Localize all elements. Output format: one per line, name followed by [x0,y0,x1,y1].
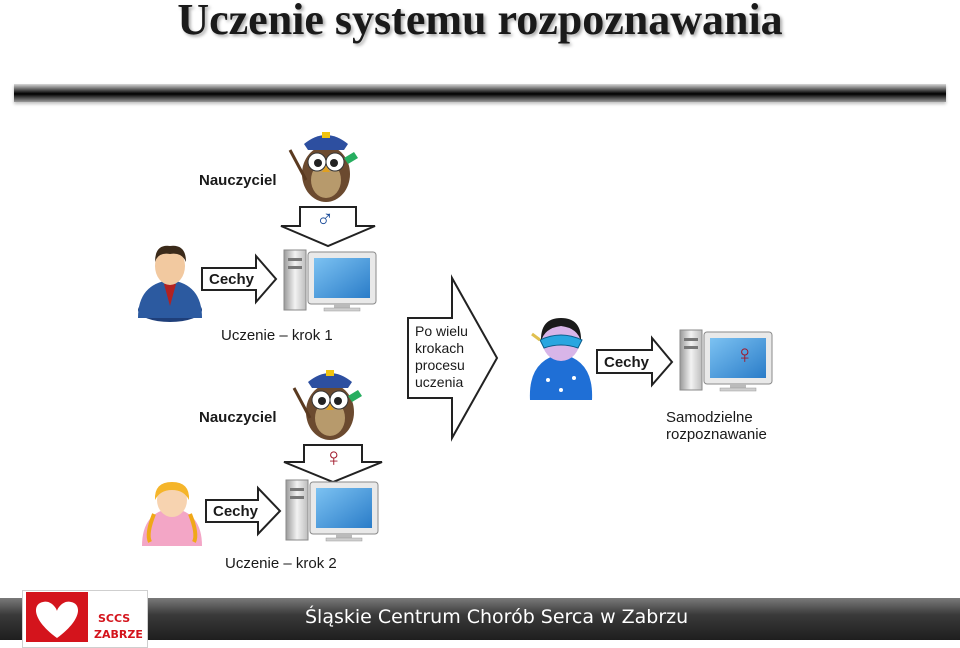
title-divider [14,84,946,102]
step2-label: Uczenie – krok 2 [225,555,337,572]
process-label: Po wielu krokach procesu uczenia [415,323,468,390]
page-title: Uczenie systemu rozpoznawania [177,0,783,44]
step1-label: Uczenie – krok 1 [221,327,333,344]
result-label: Samodzielne rozpoznawanie [666,409,767,443]
process-arrow [407,274,499,442]
logo-text-line2: ZABRZE [94,628,143,641]
man-icon [138,245,202,322]
features-arrow-2 [205,485,282,537]
features-arrow-1 [201,253,278,305]
masked-person-icon [529,318,593,400]
teacher-label-1: Nauczyciel [199,172,277,189]
down-arrow-1 [280,206,376,248]
teacher-label-2: Nauczyciel [199,409,277,426]
female-symbol-icon-2: ♀ [735,339,755,369]
female-symbol-icon-1: ♀ [324,442,344,472]
woman-icon [142,482,202,546]
down-arrow-2 [283,444,383,484]
features-arrow-3 [596,335,674,388]
computer-3 [679,329,773,392]
computer-2 [285,479,379,542]
features-label-3: Cechy [604,354,650,371]
footer-text: Śląskie Centrum Chorób Serca w Zabrzu [305,606,689,628]
logo-text-line1: SCCS [98,612,131,625]
teacher-owl-2 [292,368,364,442]
footer-bar [0,598,960,640]
features-label-1: Cechy [209,271,255,288]
computer-1 [283,249,377,312]
teacher-owl-1 [288,130,360,204]
features-label-2: Cechy [213,503,259,520]
male-symbol-icon: ♂ [316,206,334,233]
